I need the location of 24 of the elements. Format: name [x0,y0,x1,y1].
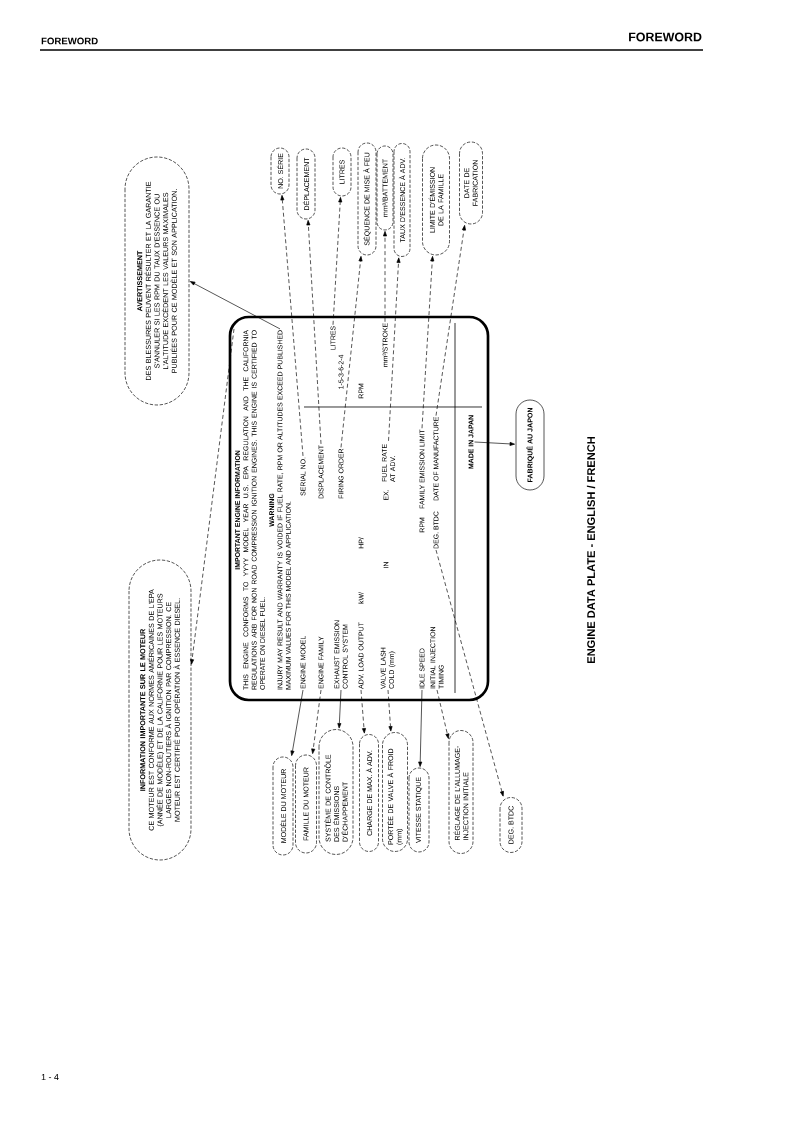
leader-arrow [418,689,423,767]
leader-arrow [311,689,322,754]
leader-arrow [421,256,435,429]
running-header: FOREWORD [41,37,98,45]
leader-arrow [332,197,343,326]
leader-arrow [388,257,401,442]
page-number: 1 - 4 [41,1073,59,1081]
leader-arrow [474,441,515,446]
leader-arrow [383,231,387,323]
leader-arrow [189,281,281,330]
leader-arrow [337,689,342,729]
leader-arrow [190,328,235,665]
leader-arrow [435,225,466,416]
figure-caption: ENGINE DATA PLATE - ENGLISH / FRENCH [586,437,596,663]
leader-arrow [360,689,366,734]
running-header: FOREWORD [629,32,702,42]
data-plate [228,315,490,702]
leader-arrow [280,195,304,457]
leader-arrow [290,689,304,756]
leader-arrow [340,256,363,448]
leader-arrow [435,549,504,797]
leader-arrow [387,689,393,732]
leader-arrow [436,689,450,739]
leader-arrow [306,220,322,445]
